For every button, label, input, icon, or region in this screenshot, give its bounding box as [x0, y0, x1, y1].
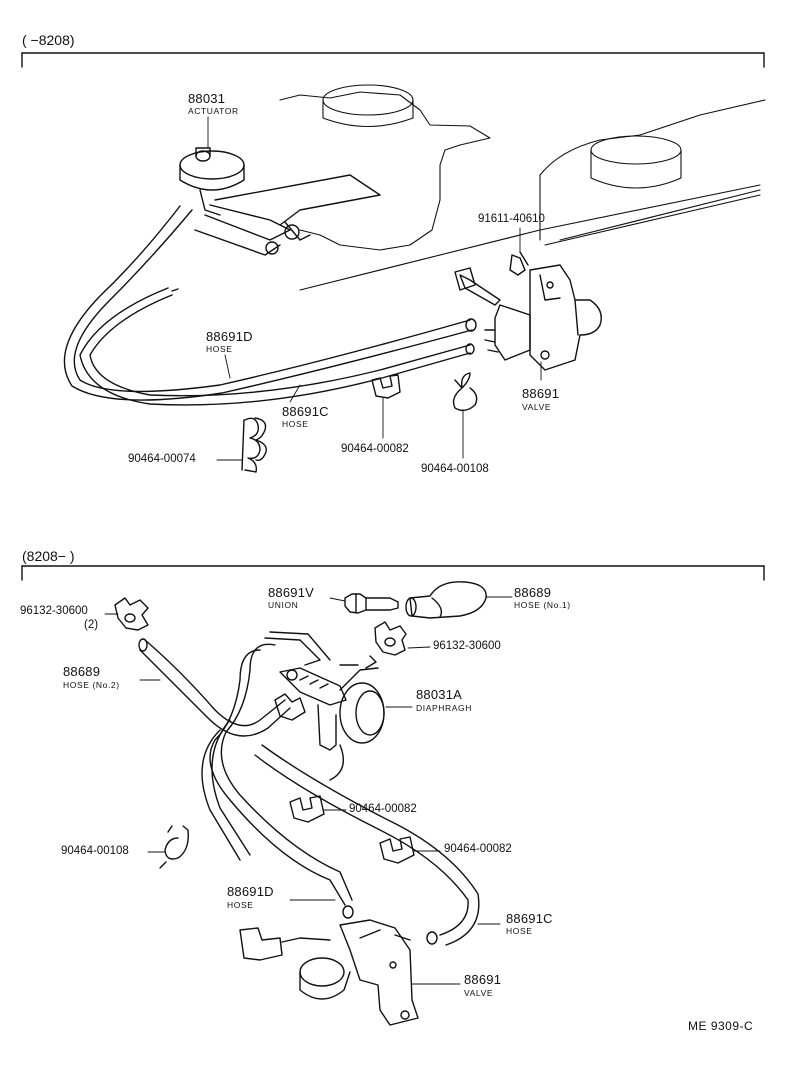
hose-88691D-bottom [202, 720, 479, 945]
part-number-88691C-bottom: 88691C [506, 911, 553, 926]
clip-90464-00082-top [372, 375, 400, 398]
clip-90464-00108-bottom [160, 826, 188, 868]
part-number-90464-00082-b2: 90464-00082 [444, 843, 512, 855]
part-number-90464-00082-b1: 90464-00082 [349, 803, 417, 815]
leaders-bottom [105, 597, 512, 984]
part-name-hose-88691C-top: HOSE [282, 419, 309, 429]
clip-96132-30600-right [375, 622, 406, 655]
hose-88691C-bottom [210, 632, 353, 918]
valve-88691-bottom [240, 920, 418, 1025]
hose-88691D-top [64, 206, 476, 400]
clip-90464-00082-b1 [290, 796, 324, 822]
clip-96132-30600-left [115, 598, 148, 630]
part-number-88691-bottom: 88691 [464, 972, 502, 987]
part-number-88031A: 88031A [416, 687, 463, 702]
part-number-90464-00108-top: 90464-00108 [421, 463, 489, 475]
part-number-90464-00082-top: 90464-00082 [341, 443, 409, 455]
part-name-valve-bottom: VALVE [464, 988, 494, 998]
part-name-hose-88691D-bottom: HOSE [227, 900, 254, 910]
part-qty-96132-30600-left: (2) [84, 619, 99, 631]
valve-88691-top [455, 252, 601, 370]
bottom-section-frame [22, 566, 764, 580]
part-number-88691D-bottom: 88691D [227, 884, 274, 899]
top-range-header: ( −8208) [22, 32, 75, 48]
part-number-88689-no2: 88689 [63, 664, 101, 679]
part-name-actuator: ACTUATOR [188, 106, 239, 116]
part-name-union: UNION [268, 600, 299, 610]
hose-88689-no1 [406, 582, 486, 618]
part-number-96132-30600-left: 96132-30600 [20, 605, 88, 617]
part-name-hose-88691D-top: HOSE [206, 344, 233, 354]
part-number-88691D-top: 88691D [206, 329, 253, 344]
part-name-diaphragh: DIAPHRAGH [416, 703, 472, 713]
part-number-88689-no1: 88689 [514, 585, 552, 600]
actuator-88031 [180, 148, 380, 255]
part-name-hose-no2: HOSE (No.2) [63, 680, 120, 690]
engine-outline [280, 85, 765, 290]
part-number-88031: 88031 [188, 91, 226, 106]
part-number-88691-top: 88691 [522, 386, 560, 401]
hose-88691C-top [80, 288, 474, 405]
part-name-valve-top: VALVE [522, 402, 552, 412]
leaders-top [208, 117, 541, 460]
union-88691V [345, 594, 398, 613]
hose-88689-no2 [139, 639, 290, 736]
part-number-88691C-top: 88691C [282, 404, 329, 419]
bottom-range-header: (8208− ) [22, 548, 75, 564]
diaphragm-88031A [275, 656, 384, 750]
part-number-90464-00108-bottom: 90464-00108 [61, 845, 129, 857]
diagram-code: ME 9309-C [688, 1019, 754, 1033]
clip-90464-00074 [242, 418, 266, 472]
top-section-frame [22, 53, 764, 67]
clip-90464-00082-b2 [380, 837, 414, 863]
clip-90464-00108-top [454, 373, 477, 410]
part-number-96132-30600-right: 96132-30600 [433, 640, 501, 652]
part-number-88691V: 88691V [268, 585, 315, 600]
part-name-hose-no1: HOSE (No.1) [514, 600, 571, 610]
part-name-hose-88691C-bottom: HOSE [506, 926, 533, 936]
part-number-91611-40610: 91611-40610 [478, 213, 545, 225]
part-number-90464-00074: 90464-00074 [128, 453, 196, 465]
